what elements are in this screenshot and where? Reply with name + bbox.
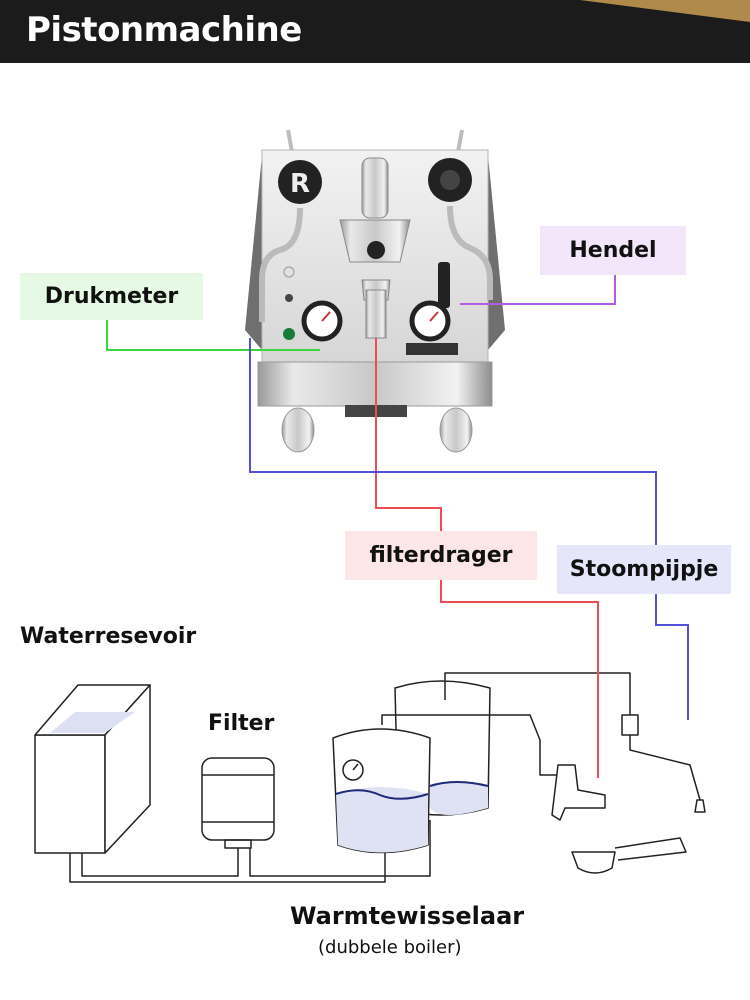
dubbele-boiler-label: (dubbele boiler) — [318, 937, 462, 958]
stoompijpje-connector-line-lower — [655, 594, 689, 720]
drukmeter-connector-line — [106, 318, 320, 351]
svg-text:R: R — [290, 169, 310, 199]
page-title: Pistonmachine — [26, 10, 302, 50]
lever-handle — [438, 262, 450, 308]
left-side-panel — [245, 155, 262, 350]
header-banner: Pistonmachine — [0, 0, 750, 63]
stoompijpje-tag: Stoompijpje — [557, 545, 731, 594]
logo-plate — [406, 343, 458, 355]
water-reservoir-side — [104, 684, 151, 854]
waterreservoir-label: Waterresevoir — [20, 624, 197, 649]
group-head-top — [361, 157, 389, 219]
filter-label: Filter — [208, 711, 275, 736]
header-accent — [580, 0, 750, 22]
portafilter-sketch — [571, 851, 616, 874]
filterdrager-connector-line-lower — [440, 580, 599, 778]
filterdrager-connector-line-upper — [375, 338, 442, 531]
stoompijpje-connector-line-upper — [249, 338, 657, 545]
filterdrager-tag: filterdrager — [345, 531, 537, 580]
warmtewisselaar-label: Warmtewisselaar — [290, 902, 525, 930]
right-foot — [439, 407, 473, 453]
hendel-tag: Hendel — [540, 226, 686, 275]
hendel-connector-line — [460, 275, 616, 305]
drukmeter-tag: Drukmeter — [20, 273, 203, 320]
right-side-panel — [488, 155, 505, 350]
water-knob — [278, 160, 322, 204]
left-foot — [281, 407, 315, 453]
group-head-sketch — [551, 764, 606, 821]
power-switch — [283, 328, 295, 340]
